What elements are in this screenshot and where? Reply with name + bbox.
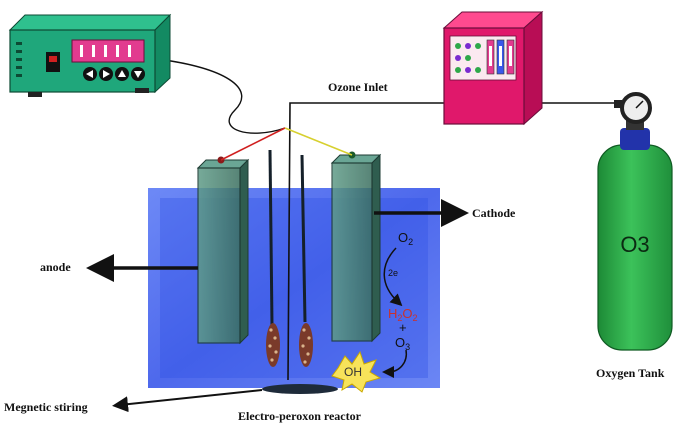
h2o2-h: H [388, 306, 397, 321]
reactor-vessel [148, 188, 440, 388]
svg-text:O2: O2 [398, 230, 413, 247]
flow-meters [486, 39, 515, 75]
h2o2-sub2: 2 [413, 313, 418, 323]
anode-label: anode [40, 260, 71, 274]
cathode-electrode [330, 151, 382, 343]
oxygen-tank-label: Oxygen Tank [596, 366, 665, 380]
tank-label: O3 [620, 232, 649, 257]
anode-electrode [196, 156, 250, 345]
cathode-wire [284, 127, 353, 156]
hydroxyl-burst [331, 350, 382, 393]
h2o2-o: O [402, 306, 412, 321]
power-display [71, 39, 145, 63]
o2-text: O [398, 230, 408, 245]
ozone-generator [442, 10, 544, 126]
svg-text:H2O2: H2O2 [388, 306, 418, 323]
cathode-label: Cathode [472, 206, 516, 220]
oxygen-tank: O3 [597, 92, 673, 351]
magnetic-stir-bar [262, 384, 338, 394]
svg-text:O3: O3 [395, 335, 410, 352]
indicator-lights [455, 43, 481, 73]
electron-label: 2e [388, 268, 398, 278]
ozone-inlet-label: Ozone Inlet [328, 80, 388, 94]
plus-sign: + [399, 320, 407, 335]
reactor-label: Electro-peroxon reactor [238, 409, 362, 423]
dc-power-supply [8, 13, 172, 97]
reaction-scheme: O2 2e H2O2 + O3 OH [331, 230, 418, 393]
anode-wire [220, 127, 286, 161]
hydroxyl-label: OH [344, 365, 362, 379]
o3-text: O [395, 335, 405, 350]
power-cable [164, 59, 286, 134]
h2o2-sub1: 2 [397, 313, 402, 323]
stirring-arrow [112, 389, 263, 413]
control-buttons [83, 67, 145, 81]
ozone-inlet-line [287, 102, 444, 381]
o2-subscript: 2 [408, 237, 413, 247]
magnetic-stirring-label: Megnetic stiring [4, 400, 88, 414]
diffuser-tubes [266, 149, 313, 367]
o3-subscript: 3 [405, 342, 410, 352]
